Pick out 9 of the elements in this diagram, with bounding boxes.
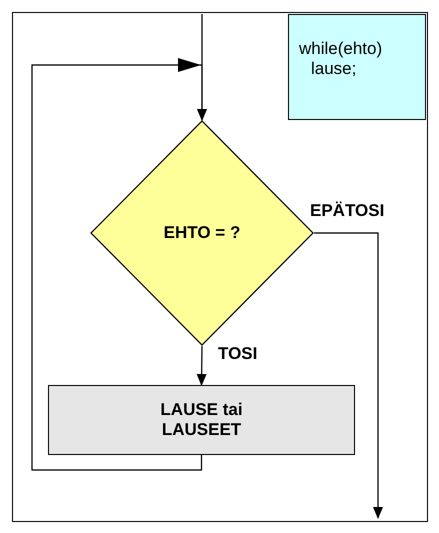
process-box [48, 385, 355, 455]
node-label: EHTO = ? [164, 223, 240, 243]
arrow [31, 58, 207, 471]
arrow [196, 346, 207, 386]
code-box [288, 14, 426, 120]
arrow [314, 232, 383, 519]
code-line: lause; [310, 59, 356, 79]
code-line: while(ehto) [298, 39, 382, 59]
node-label: LAUSE tai LAUSEET [159, 400, 244, 440]
